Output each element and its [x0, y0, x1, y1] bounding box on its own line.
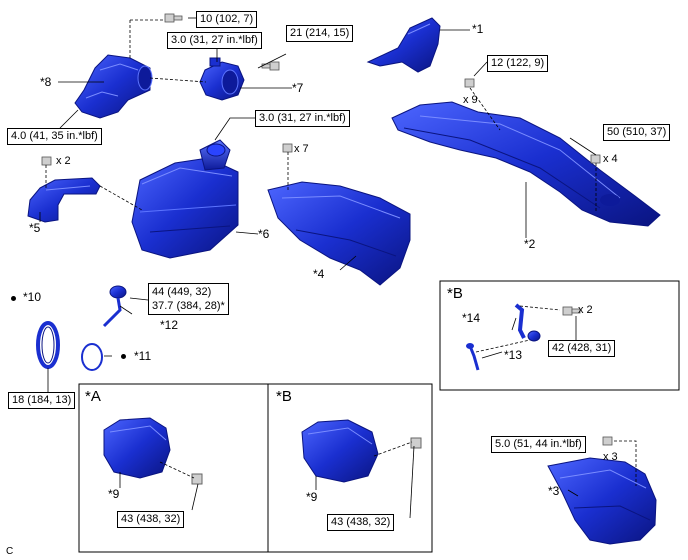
torque-spec-50: 50 (510, 37)	[603, 124, 671, 141]
torque-spec-10: 10 (102, 7)	[196, 11, 258, 28]
torque-spec-44-line1: 44 (449, 32)	[152, 286, 212, 298]
part-13-14-sensor	[466, 303, 541, 371]
part-7-inlet	[199, 57, 245, 101]
part-1-bracket	[366, 17, 441, 73]
bullet-11	[121, 354, 126, 359]
torque-spec-5: 5.0 (51, 44 in.*lbf)	[491, 436, 586, 453]
torque-spec-42: 42 (428, 31)	[548, 340, 616, 357]
view-b-title: *B	[276, 388, 292, 405]
part-6-air-cleaner	[131, 139, 239, 259]
part-label-4: *4	[313, 267, 325, 281]
part-label-8: *8	[40, 75, 52, 89]
torque-spec-21: 21 (214, 15)	[286, 25, 354, 42]
part-12-sensor	[102, 285, 127, 328]
torque-spec-43-a: 43 (438, 32)	[117, 511, 185, 528]
torque-spec-12: 12 (122, 9)	[487, 55, 549, 72]
part-label-12: *12	[160, 318, 179, 332]
torque-spec-3-b: 3.0 (31, 27 in.*lbf)	[255, 110, 350, 127]
torque-spec-43-b: 43 (438, 32)	[327, 514, 395, 531]
quantity-x2-b: x 2	[578, 304, 593, 316]
part-9-converter-b	[301, 419, 422, 483]
view-b-detail-title: *B	[447, 285, 463, 302]
torque-spec-18: 18 (184, 13)	[8, 392, 76, 409]
part-label-9-b: *9	[306, 490, 318, 504]
part-label-2: *2	[524, 237, 536, 251]
quantity-x9: x 9	[463, 94, 478, 106]
illustration-code: C	[6, 546, 14, 557]
part-9-converter-a	[103, 417, 203, 485]
part-label-1: *1	[472, 22, 484, 36]
part-5-duct	[27, 177, 101, 223]
part-3-insulator	[547, 457, 657, 545]
part-label-3: *3	[548, 484, 560, 498]
part-label-13: *13	[504, 348, 523, 362]
torque-spec-4: 4.0 (41, 35 in.*lbf)	[7, 128, 102, 145]
quantity-x4: x 4	[603, 153, 618, 165]
part-label-7: *7	[292, 81, 304, 95]
part-11-gasket	[81, 343, 103, 371]
view-b-detail-frame	[439, 280, 680, 391]
part-8-air-duct	[74, 54, 153, 119]
part-label-9-a: *9	[108, 487, 120, 501]
part-label-10: *10	[23, 290, 42, 304]
quantity-x3: x 3	[603, 451, 618, 463]
part-2-cover	[391, 101, 661, 227]
part-label-14: *14	[462, 311, 481, 325]
bullet-10	[11, 296, 16, 301]
views-ab-frame	[78, 383, 433, 553]
torque-spec-3-a: 3.0 (31, 27 in.*lbf)	[167, 32, 262, 49]
part-label-5: *5	[29, 221, 41, 235]
part-label-11: *11	[134, 349, 152, 363]
quantity-x2-a: x 2	[56, 155, 71, 167]
torque-spec-44: 44 (449, 32) 37.7 (384, 28)*	[148, 283, 229, 315]
view-a-title: *A	[85, 388, 101, 405]
part-label-6: *6	[258, 227, 270, 241]
part-10-clamp	[36, 321, 60, 369]
part-4-panel	[267, 181, 411, 286]
quantity-x7: x 7	[294, 143, 309, 155]
bolt-icons	[41, 13, 613, 446]
torque-spec-44-line2: 37.7 (384, 28)*	[152, 300, 225, 312]
